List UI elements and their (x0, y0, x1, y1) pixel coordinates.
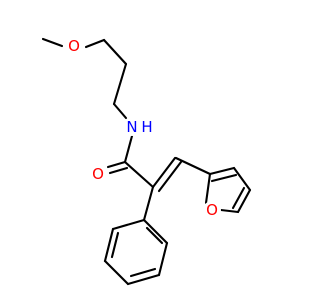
bond-alpha-beta-b (157, 160, 183, 193)
bond-carbonyl-o-b (108, 166, 129, 175)
amide-nitrogen-label: N (126, 118, 137, 136)
bond-c3-n (112, 102, 128, 120)
ether-oxygen: O (65, 37, 83, 55)
structure-canvas: O N H O O (41, 37, 252, 286)
phenyl-c3-c4 (126, 273, 161, 286)
furan-o-c2 (204, 172, 212, 205)
furan-c2-c3-b (210, 173, 238, 183)
molecule-diagram: O N H O O (41, 37, 252, 286)
bond-c2-c3 (112, 62, 128, 106)
bond-methyl-ether (41, 37, 64, 48)
amide-nitrogen: N H (123, 118, 153, 136)
phenyl-c5-c6 (103, 227, 115, 263)
bond-beta-furan (174, 156, 212, 176)
amide-hydrogen-label: H (141, 118, 152, 136)
carbonyl-oxygen-label: O (92, 165, 104, 183)
bond-carbonyl-o-a (106, 160, 127, 169)
ether-oxygen-label: O (68, 37, 80, 55)
furan-ring (204, 166, 252, 214)
furan-c5-o (219, 208, 240, 214)
bond-carbonyl-alpha (123, 160, 155, 189)
methoxypropyl-chain (41, 37, 128, 120)
phenyl-c1-c2 (142, 218, 169, 245)
furan-c4-c5-b (231, 186, 246, 210)
phenyl-c2-c3 (157, 241, 169, 277)
phenyl-c4-c5 (103, 259, 130, 286)
bond-alpha-beta-a (151, 156, 177, 189)
bond-c1-c2 (102, 38, 128, 66)
phenyl-inner-2 (129, 267, 157, 278)
furan-c2-c3-a (208, 166, 236, 176)
phenyl-c6-c1 (111, 218, 146, 231)
bond-alpha-phenyl (142, 185, 155, 222)
amide-group (106, 134, 155, 189)
phenyl-ring (103, 185, 169, 286)
furan-c4-c5-a (236, 188, 252, 214)
furan-oxygen: O (203, 201, 221, 219)
phenyl-inner-3 (110, 231, 120, 259)
bond-ether-c1 (84, 38, 106, 49)
furan-c3-c4 (232, 166, 252, 192)
carbonyl-oxygen: O (89, 165, 107, 183)
alkene-group (151, 156, 212, 193)
furan-oxygen-label: O (206, 201, 218, 219)
bond-n-carbonyl (123, 134, 134, 164)
phenyl-inner-1 (145, 226, 164, 245)
